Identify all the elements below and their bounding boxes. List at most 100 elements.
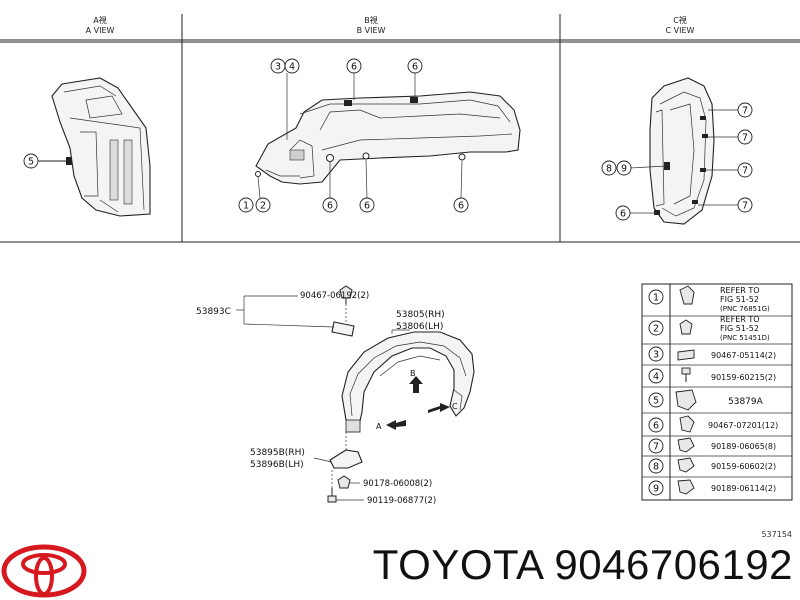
label-liner-lh: 53806(LH) — [396, 322, 443, 332]
svg-text:1: 1 — [243, 201, 249, 212]
svg-text:2: 2 — [653, 324, 659, 335]
clip-icon — [679, 415, 695, 433]
svg-text:6: 6 — [412, 62, 418, 73]
legend-1-line-3: (PNC 76851G) — [720, 305, 770, 313]
brand-part-number: TOYOTA 9046706192 — [372, 541, 793, 588]
legend-num-7: 7 — [648, 438, 664, 454]
legend-table: 1 2 3 4 5 6 7 8 9 REFER TO FIG 51-52 (PN… — [641, 283, 793, 501]
legend-num-5: 5 — [648, 392, 664, 408]
svg-text:1: 1 — [653, 293, 659, 304]
legend-num-3: 3 — [648, 346, 664, 362]
svg-text:3: 3 — [275, 62, 281, 73]
arrow-a-icon — [386, 420, 406, 430]
view-a-heading-cn: A視 — [93, 16, 107, 25]
svg-text:6: 6 — [620, 209, 626, 220]
push-clip-icon — [679, 285, 695, 305]
legend-4-text: 90159-60215(2) — [711, 373, 776, 382]
legend-num-8: 8 — [648, 458, 664, 474]
view-b-callout-6d: 6 — [359, 197, 375, 213]
bottom-screw-icon — [327, 488, 337, 503]
view-a-heading-en: A VIEW — [85, 26, 115, 35]
bracket-icon — [675, 389, 697, 411]
svg-text:5: 5 — [653, 396, 659, 407]
label-arrow-c: C — [452, 402, 458, 411]
view-c-callout-7b: 7 — [737, 129, 753, 145]
clip-icon — [679, 319, 693, 335]
legend-1-line-1: REFER TO — [720, 286, 760, 295]
view-b-callout-6e: 6 — [453, 197, 469, 213]
label-bracket-lh: 53896B(LH) — [250, 460, 304, 470]
svg-text:7: 7 — [742, 133, 748, 144]
svg-text:4: 4 — [653, 372, 659, 383]
legend-3-text: 90467-05114(2) — [711, 351, 776, 360]
svg-text:2: 2 — [260, 201, 266, 212]
arrow-b-icon — [409, 376, 423, 393]
svg-text:8: 8 — [606, 164, 612, 175]
clip-icon — [677, 437, 695, 453]
svg-text:6: 6 — [653, 421, 659, 432]
toyota-logo — [1, 544, 87, 598]
label-screw-bottom: 90119-06877(2) — [367, 496, 436, 506]
clip-icon — [677, 479, 695, 495]
view-c-heading: C視 C VIEW — [600, 16, 760, 36]
view-c-callout-8: 8 — [601, 160, 617, 176]
screw-icon — [677, 457, 695, 473]
svg-text:6: 6 — [364, 201, 370, 212]
legend-8-text: 90159-60602(2) — [711, 462, 776, 471]
view-b-callout-6c: 6 — [322, 197, 338, 213]
svg-text:6: 6 — [327, 201, 333, 212]
svg-text:6: 6 — [351, 62, 357, 73]
legend-num-2: 2 — [648, 320, 664, 336]
legend-num-4: 4 — [648, 368, 664, 384]
legend-2-line-1: REFER TO — [720, 315, 760, 324]
view-a-callout-5: 5 — [23, 153, 39, 169]
legend-num-1: 1 — [648, 289, 664, 305]
legend-num-6: 6 — [648, 417, 664, 433]
legend-5-text: 53879A — [728, 397, 764, 407]
legend-9-text: 90189-06114(2) — [711, 484, 776, 493]
top-clip-icon — [339, 285, 353, 304]
arrow-c-icon — [428, 403, 450, 413]
view-c-callout-7a: 7 — [737, 102, 753, 118]
view-c-callout-7c: 7 — [737, 162, 753, 178]
svg-text:7: 7 — [742, 201, 748, 212]
svg-text:9: 9 — [653, 484, 659, 495]
svg-text:9: 9 — [621, 164, 627, 175]
view-panels-frame — [0, 14, 800, 243]
view-b-callout-6a: 6 — [346, 58, 362, 74]
label-clip-bottom: 90178-06008(2) — [363, 479, 432, 489]
view-b-heading-en: B VIEW — [356, 26, 386, 35]
view-b-heading: B視 B VIEW — [286, 16, 456, 36]
view-b-callout-2: 2 — [255, 197, 271, 213]
legend-1-line-2: FIG 51-52 — [720, 295, 759, 304]
view-c-heading-cn: C視 — [673, 16, 687, 25]
svg-text:4: 4 — [289, 62, 295, 73]
view-c-heading-en: C VIEW — [665, 26, 695, 35]
svg-text:6: 6 — [458, 201, 464, 212]
label-arrow-b: B — [410, 369, 416, 378]
label-arrow-a: A — [376, 422, 382, 431]
label-bracket-rh: 53895B(RH) — [250, 448, 305, 458]
document-number: 537154 — [761, 530, 792, 539]
view-c-callout-7d: 7 — [737, 197, 753, 213]
legend-num-9: 9 — [648, 480, 664, 496]
legend-7-text: 90189-06065(8) — [711, 442, 776, 451]
legend-2-line-2: FIG 51-52 — [720, 324, 759, 333]
label-bolt-top: 90467-06192(2) — [300, 291, 369, 301]
exploded-labels: 90467-06192(2) 53893C 53805(RH) 53806(LH… — [196, 291, 458, 506]
svg-text:3: 3 — [653, 350, 659, 361]
svg-text:7: 7 — [653, 442, 659, 453]
view-b-callout-4: 4 — [284, 58, 300, 74]
view-b-drawing — [255, 73, 521, 199]
view-b-callouts: 3 4 6 6 1 2 6 6 6 — [238, 58, 469, 213]
bottom-clip-icon — [337, 475, 351, 489]
exploded-view — [236, 285, 475, 503]
label-liner-rh: 53805(RH) — [396, 310, 445, 320]
view-c-callout-9: 9 — [616, 160, 632, 176]
view-b-callout-6b: 6 — [407, 58, 423, 74]
view-b-callout-1: 1 — [238, 197, 254, 213]
svg-text:7: 7 — [742, 106, 748, 117]
view-a-drawing — [38, 77, 151, 217]
